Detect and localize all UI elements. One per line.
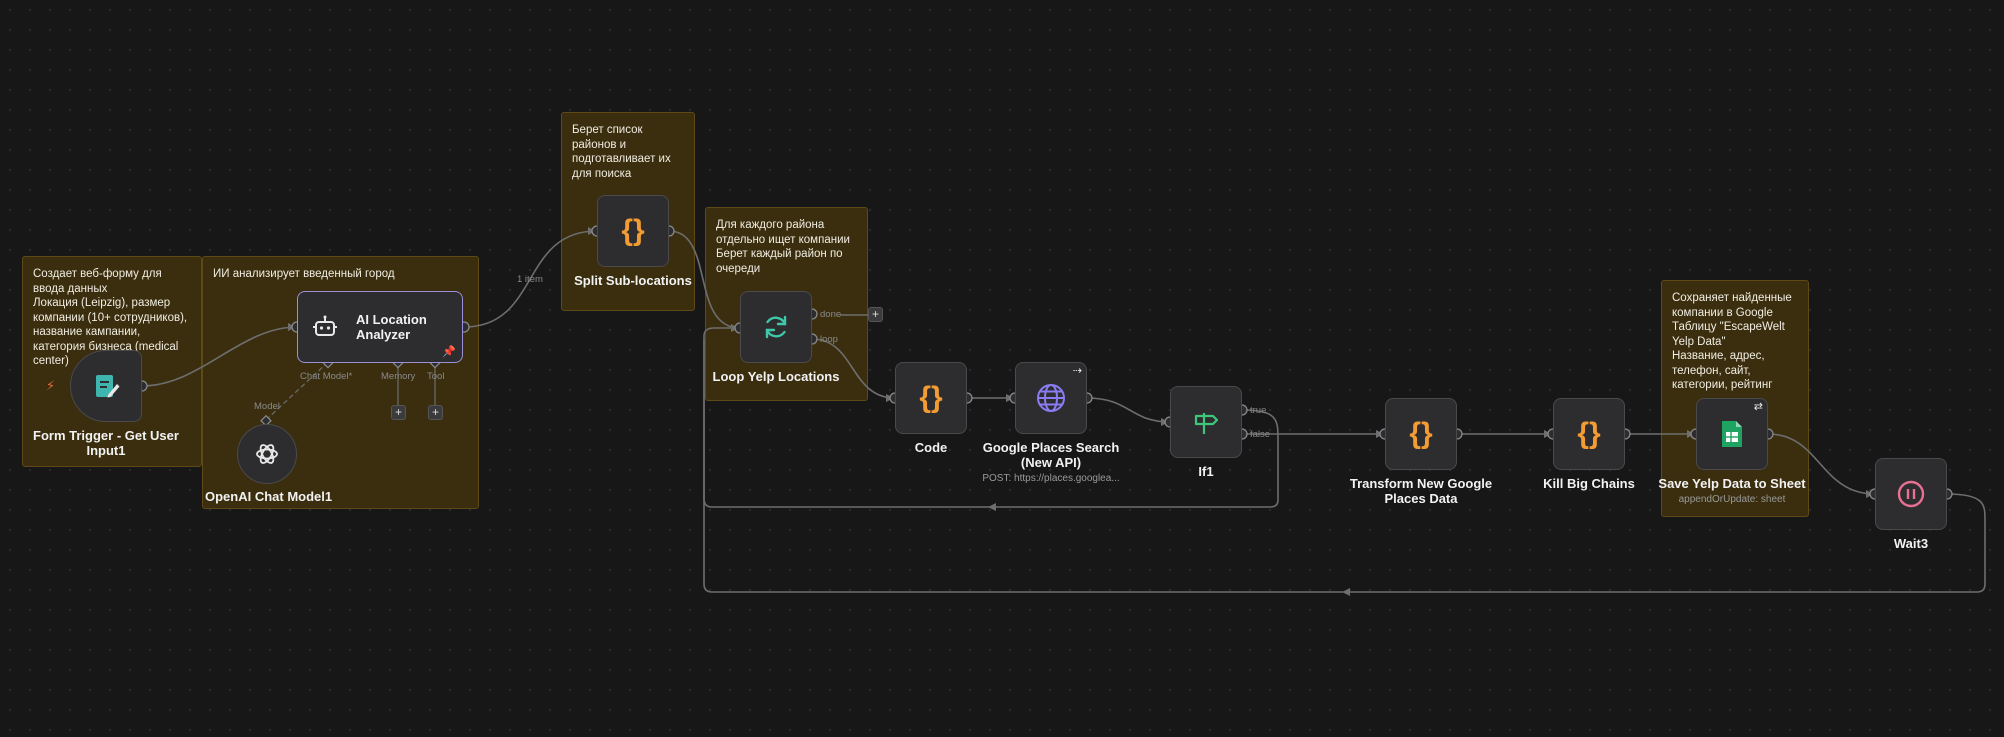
openai-icon	[256, 444, 278, 464]
port-label-true: true	[1250, 405, 1267, 416]
node-google-places-search[interactable]: ⇢	[1015, 362, 1087, 434]
port-label-model: Model	[254, 401, 280, 412]
node-label: Google Places Search (New API)	[982, 440, 1120, 470]
edge-save-to-wait	[1767, 433, 1876, 495]
node-code[interactable]: {}	[895, 362, 967, 434]
sync-arrows-icon: ⇄	[1753, 401, 1763, 413]
node-label: Kill Big Chains	[1543, 476, 1635, 491]
port-label-false: false	[1250, 429, 1271, 440]
node-wait3[interactable]	[1875, 458, 1947, 530]
node-save-yelp-data-to-sheet[interactable]: ⇄	[1696, 398, 1768, 470]
node-subtitle: POST: https://places.googlea...	[982, 473, 1120, 484]
edge-arrow	[1342, 588, 1350, 596]
add-memory-button[interactable]: +	[391, 405, 406, 420]
edge-label-items: 1 item	[517, 274, 543, 285]
webhook-arrow-icon: ⇢	[1072, 365, 1082, 377]
node-label: Loop Yelp Locations	[712, 369, 840, 384]
node-loop-yelp-locations[interactable]	[740, 291, 812, 363]
node-subtitle: appendOrUpdate: sheet	[1678, 494, 1786, 505]
node-transform-google-places-data[interactable]: {}	[1385, 398, 1457, 470]
sheets-icon	[1722, 421, 1742, 447]
node-label: Save Yelp Data to Sheet	[1658, 476, 1806, 491]
code-braces-icon: {}	[1577, 417, 1601, 450]
node-ai-location-analyzer[interactable]: AI Location Analyzer 📌	[297, 291, 463, 363]
node-label: Form Trigger - Get User Input1	[33, 428, 179, 458]
edge-google-to-if	[1086, 397, 1171, 423]
code-braces-icon: {}	[919, 381, 943, 414]
sub-port-model	[260, 414, 272, 427]
edge-chat-model	[265, 361, 329, 421]
port-label-done: done	[820, 309, 842, 320]
sticky-note-form[interactable]: Создает веб-форму для ввода данных Локац…	[22, 256, 202, 467]
edge-wait-loopback	[703, 340, 1986, 593]
node-kill-big-chains[interactable]: {}	[1553, 398, 1625, 470]
node-split-sub-locations[interactable]: {}	[597, 195, 669, 267]
node-openai-chat-model[interactable]	[237, 424, 297, 484]
port-label-memory: Memory	[381, 371, 416, 382]
edge-arrow	[988, 503, 996, 511]
trigger-bolt-icon: ⚡	[46, 378, 56, 393]
node-label: OpenAI Chat Model1	[205, 489, 333, 504]
node-label: AI Location Analyzer	[356, 312, 427, 342]
node-if1[interactable]	[1170, 386, 1242, 458]
add-tool-button[interactable]: +	[428, 405, 443, 420]
node-label: Transform New Google Places Data	[1349, 476, 1493, 506]
sticky-note-text: Берет список районов и подготавливает их…	[572, 124, 674, 180]
add-done-branch-button[interactable]: +	[868, 307, 883, 322]
signpost-icon	[1194, 413, 1219, 434]
edge-form-to-agent	[141, 326, 298, 387]
sticky-note-text: Сохраняет найденные компании в Google Та…	[1672, 292, 1792, 391]
pin-icon: 📌	[442, 346, 456, 358]
port-label-tool: Tool	[427, 371, 445, 382]
code-braces-icon: {}	[1409, 417, 1433, 450]
sticky-note-text: Создает веб-форму для ввода данных Локац…	[33, 268, 188, 367]
refresh-icon	[765, 315, 787, 339]
form-edit-icon	[96, 375, 120, 398]
sticky-note-text: Для каждого района отдельно ищет компани…	[716, 219, 850, 275]
edge-agent-to-split	[463, 230, 598, 328]
node-label: Wait3	[1893, 536, 1929, 551]
sticky-note-text: ИИ анализирует введенный город	[213, 268, 395, 280]
node-label: If1	[1198, 464, 1214, 479]
port-label-chat-model: Chat Model*	[300, 371, 353, 382]
pause-icon	[1897, 480, 1925, 508]
edge-split-to-loop	[668, 230, 741, 329]
port-label-loop: loop	[820, 334, 838, 345]
robot-icon	[313, 315, 337, 336]
globe-icon	[1037, 384, 1065, 412]
code-braces-icon: {}	[621, 214, 645, 247]
node-label: Split Sub-locations	[574, 273, 692, 288]
node-form-trigger[interactable]	[70, 350, 142, 422]
edge-loop-to-code	[811, 338, 896, 399]
node-label: Code	[914, 440, 948, 455]
done-port-line	[840, 314, 868, 316]
